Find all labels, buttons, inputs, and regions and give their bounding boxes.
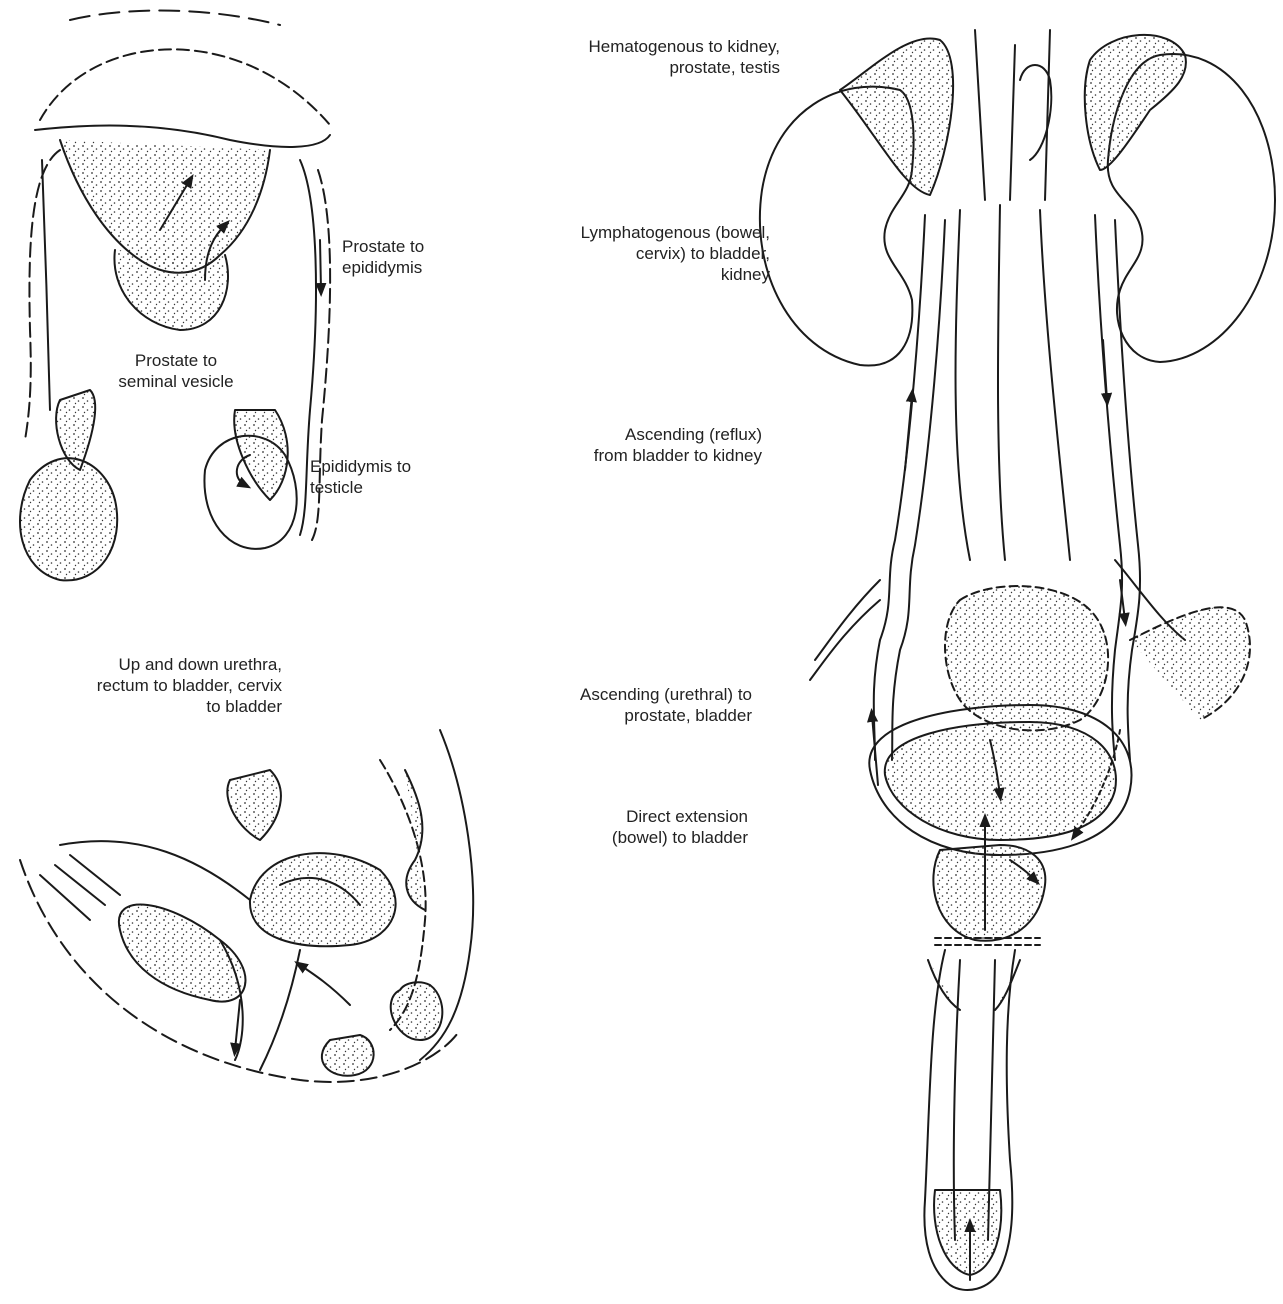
label-line: Ascending (urethral) to (470, 684, 752, 705)
label-line: from bladder to kidney (470, 445, 762, 466)
label-line: Prostate to (92, 350, 260, 371)
label-line: seminal vesicle (92, 371, 260, 392)
label-line: Prostate to (342, 236, 424, 257)
label-direct-extension: Direct extension (bowel) to bladder (470, 806, 748, 848)
label-lymphatogenous: Lymphatogenous (bowel, cervix) to bladde… (470, 222, 770, 285)
label-line: Direct extension (470, 806, 748, 827)
label-line: Epididymis to (310, 456, 411, 477)
urinary-tract-drawing (760, 30, 1275, 1290)
label-epididymis-to-testicle: Epididymis to testicle (310, 456, 411, 498)
label-line: to bladder (2, 696, 282, 717)
label-line: (bowel) to bladder (470, 827, 748, 848)
label-line: Lymphatogenous (bowel, (470, 222, 770, 243)
male-reproductive-drawing (20, 10, 330, 580)
label-line: testicle (310, 477, 411, 498)
label-line: cervix) to bladder, (470, 243, 770, 264)
label-line: Up and down urethra, (2, 654, 282, 675)
label-ascending-reflux: Ascending (reflux) from bladder to kidne… (470, 424, 762, 466)
label-prostate-to-epididymis: Prostate to epididymis (342, 236, 424, 278)
label-ascending-urethral: Ascending (urethral) to prostate, bladde… (470, 684, 752, 726)
female-pelvis-drawing (20, 730, 473, 1082)
label-line: Hematogenous to kidney, (470, 36, 780, 57)
label-line: rectum to bladder, cervix (2, 675, 282, 696)
label-line: kidney (470, 264, 770, 285)
label-urethra-rectum-cervix: Up and down urethra, rectum to bladder, … (2, 654, 282, 717)
label-prostate-to-seminal-vesicle: Prostate to seminal vesicle (92, 350, 260, 392)
label-line: Ascending (reflux) (470, 424, 762, 445)
label-hematogenous: Hematogenous to kidney, prostate, testis (470, 36, 780, 78)
label-line: epididymis (342, 257, 424, 278)
label-line: prostate, bladder (470, 705, 752, 726)
label-line: prostate, testis (470, 57, 780, 78)
